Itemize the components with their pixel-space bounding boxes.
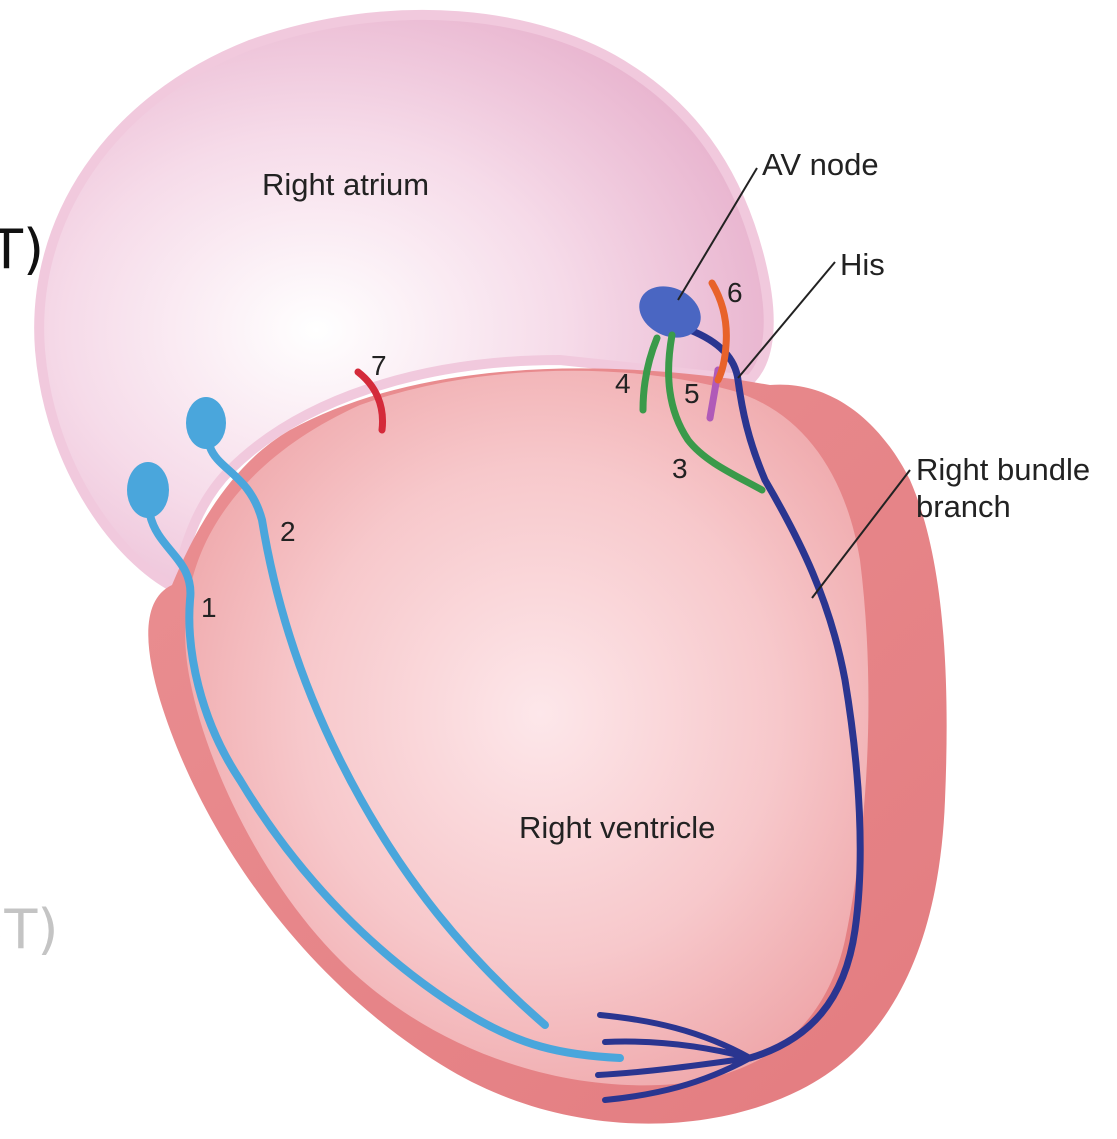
lead-number-7: 7	[371, 350, 387, 381]
right-bundle-branch-label-line1: Right bundle	[916, 452, 1090, 487]
lead-number-4: 4	[615, 368, 631, 399]
av-node-label: AV node	[762, 147, 879, 182]
lead-number-5: 5	[684, 378, 700, 409]
right-bundle-branch-label-line2: branch	[916, 489, 1011, 524]
lead-number-3: 3	[672, 453, 688, 484]
right-ventricle-label: Right ventricle	[519, 810, 715, 845]
lead-number-2: 2	[280, 516, 296, 547]
lead-1-tip	[127, 462, 169, 518]
his-label: His	[840, 247, 885, 282]
lead-number-6: 6	[727, 277, 743, 308]
right-atrium-label: Right atrium	[262, 167, 429, 202]
lead-2-tip	[186, 397, 226, 449]
edge-fragment-top: T)	[0, 218, 44, 281]
lead-number-1: 1	[201, 592, 217, 623]
edge-fragment-bottom: 3T)	[0, 898, 58, 961]
